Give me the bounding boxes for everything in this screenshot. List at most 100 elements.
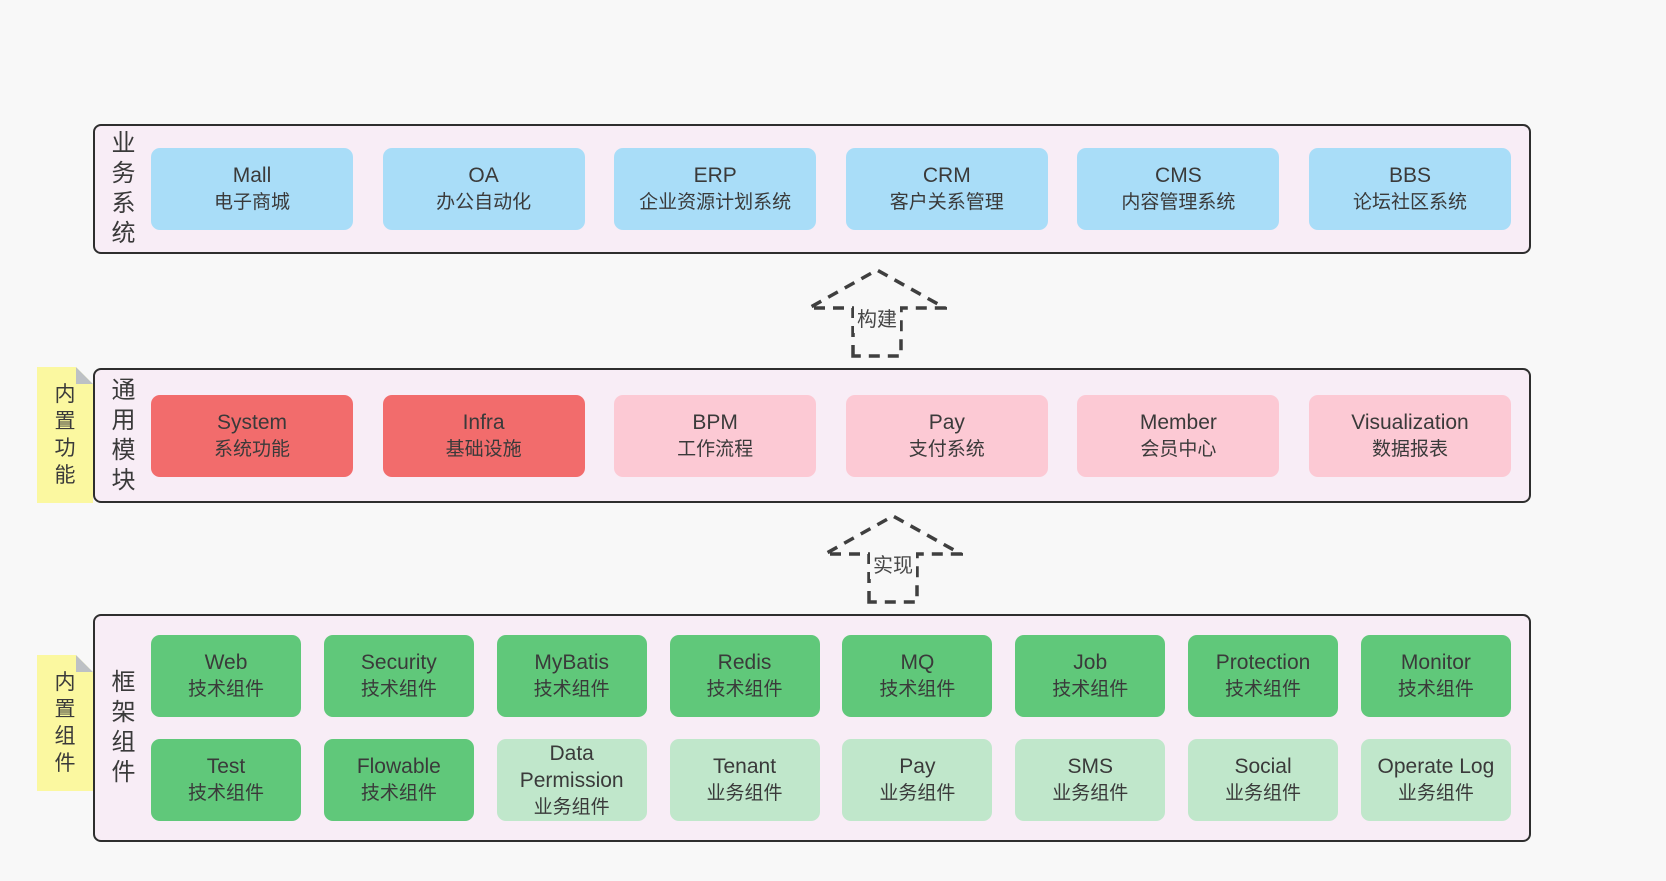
arrow-build-label: 构建 [854,302,900,333]
box-social-name: Social [1234,755,1292,778]
box-member-desc: 会员中心 [1140,438,1217,460]
note-builtin-features: 内置功能 [37,367,93,503]
box-pay-biz-desc: 业务组件 [879,783,956,804]
box-bpm-name: BPM [692,410,738,434]
box-sms-name: SMS [1067,755,1113,778]
box-mall: Mall 电子商城 [151,148,353,230]
box-web-desc: 技术组件 [187,679,264,700]
box-redis: Redis 技术组件 [669,635,820,717]
box-security-desc: 技术组件 [360,679,437,700]
note-builtin-features-label: 内置功能 [54,383,76,487]
box-operate-log-name: Operate Log [1377,755,1495,778]
box-erp-name: ERP [693,164,737,187]
box-bbs-name: BBS [1388,164,1431,187]
box-erp: ERP 企业资源计划系统 [614,148,817,230]
note-builtin-components-label: 内置组件 [54,671,76,775]
box-bpm: BPM 工作流程 [614,394,817,477]
framework-row-2: Test 技术组件 Flowable 技术组件 Data Permission … [151,739,1511,821]
band-common-modules: 通用模块 System 系统功能 Infra 基础设施 BPM 工作流程 Pay… [93,368,1531,503]
box-data-permission: Data Permission 业务组件 [496,739,647,821]
note-fold-corner [76,367,93,384]
box-pay-desc: 支付系统 [908,438,985,460]
box-bpm-desc: 工作流程 [677,438,754,460]
box-monitor: Monitor 技术组件 [1360,635,1511,717]
box-pay-biz: Pay 业务组件 [842,739,993,821]
box-member: Member 会员中心 [1077,394,1280,477]
box-system-name: System [216,410,287,434]
arrow-implement-label: 实现 [870,548,916,579]
box-cms: CMS 内容管理系统 [1077,148,1280,230]
box-infra: Infra 基础设施 [382,394,585,477]
box-job-desc: 技术组件 [1052,679,1129,700]
box-oa-name: OA [468,164,499,187]
note-builtin-components: 内置组件 [37,655,93,791]
box-erp-desc: 企业资源计划系统 [639,192,792,213]
box-operate-log: Operate Log 业务组件 [1360,739,1511,821]
box-crm: CRM 客户关系管理 [845,148,1048,230]
box-system-desc: 系统功能 [213,438,290,460]
box-social-desc: 业务组件 [1225,783,1302,804]
box-visualization-name: Visualization [1351,410,1469,434]
box-tenant-desc: 业务组件 [706,783,783,804]
box-flowable-name: Flowable [356,755,441,778]
box-security: Security 技术组件 [323,635,474,717]
box-mall-desc: 电子商城 [213,192,290,213]
box-data-permission-name: Data Permission [519,741,624,792]
box-tenant-name: Tenant [713,755,777,778]
box-system: System 系统功能 [151,394,353,477]
box-pay-biz-name: Pay [899,755,936,778]
box-visualization-desc: 数据报表 [1371,438,1448,460]
box-protection: Protection 技术组件 [1188,635,1339,717]
box-tenant: Tenant 业务组件 [669,739,820,821]
box-data-permission-desc: 业务组件 [533,796,610,818]
box-cms-name: CMS [1155,164,1202,187]
box-redis-name: Redis [717,651,772,674]
note-fold-corner [76,655,93,672]
framework-components-rows: Web 技术组件 Security 技术组件 MyBatis 技术组件 Redi… [151,635,1511,821]
box-bbs-desc: 论坛社区系统 [1352,192,1467,213]
arrow-build-shape [807,267,947,358]
box-protection-name: Protection [1215,651,1311,674]
box-web: Web 技术组件 [151,635,301,717]
box-test-name: Test [206,755,246,778]
box-infra-desc: 基础设施 [445,438,522,460]
box-crm-name: CRM [922,164,971,187]
box-flowable-desc: 技术组件 [360,783,437,804]
box-mq: MQ 技术组件 [842,635,993,717]
band-common-modules-label: 通用模块 [111,376,137,494]
arrow-implement: 实现 [823,512,963,604]
box-oa-desc: 办公自动化 [436,192,532,213]
arrow-build: 构建 [807,266,947,358]
box-test-desc: 技术组件 [187,783,264,804]
band-business-systems: 业务系统 Mall 电子商城 OA 办公自动化 ERP 企业资源计划系统 CRM… [93,124,1531,254]
common-modules-row: System 系统功能 Infra 基础设施 BPM 工作流程 Pay 支付系统… [151,394,1511,477]
box-test: Test 技术组件 [151,739,301,821]
box-oa: OA 办公自动化 [382,148,585,230]
box-job-name: Job [1073,651,1108,674]
box-job: Job 技术组件 [1015,635,1166,717]
box-monitor-desc: 技术组件 [1397,679,1474,700]
box-bbs: BBS 论坛社区系统 [1308,148,1511,230]
box-monitor-name: Monitor [1400,651,1471,674]
box-mybatis: MyBatis 技术组件 [496,635,647,717]
band-business-systems-label: 业务系统 [111,130,137,247]
framework-row-1: Web 技术组件 Security 技术组件 MyBatis 技术组件 Redi… [151,635,1511,717]
box-pay: Pay 支付系统 [845,394,1048,477]
business-systems-row: Mall 电子商城 OA 办公自动化 ERP 企业资源计划系统 CRM 客户关系… [151,148,1511,230]
box-mybatis-name: MyBatis [534,651,610,674]
box-member-name: Member [1139,410,1217,434]
box-mybatis-desc: 技术组件 [533,679,610,700]
box-mall-name: Mall [232,164,272,187]
box-sms-desc: 业务组件 [1052,783,1129,804]
box-cms-desc: 内容管理系统 [1121,192,1236,213]
box-sms: SMS 业务组件 [1015,739,1166,821]
box-web-name: Web [204,651,248,674]
box-crm-desc: 客户关系管理 [889,192,1004,213]
box-protection-desc: 技术组件 [1225,679,1302,700]
box-social: Social 业务组件 [1188,739,1339,821]
box-redis-desc: 技术组件 [706,679,783,700]
box-flowable: Flowable 技术组件 [323,739,474,821]
box-operate-log-desc: 业务组件 [1397,783,1474,804]
band-framework-components: 框架组件 Web 技术组件 Security 技术组件 MyBatis 技术组件… [93,614,1531,842]
box-pay-name: Pay [928,410,965,434]
